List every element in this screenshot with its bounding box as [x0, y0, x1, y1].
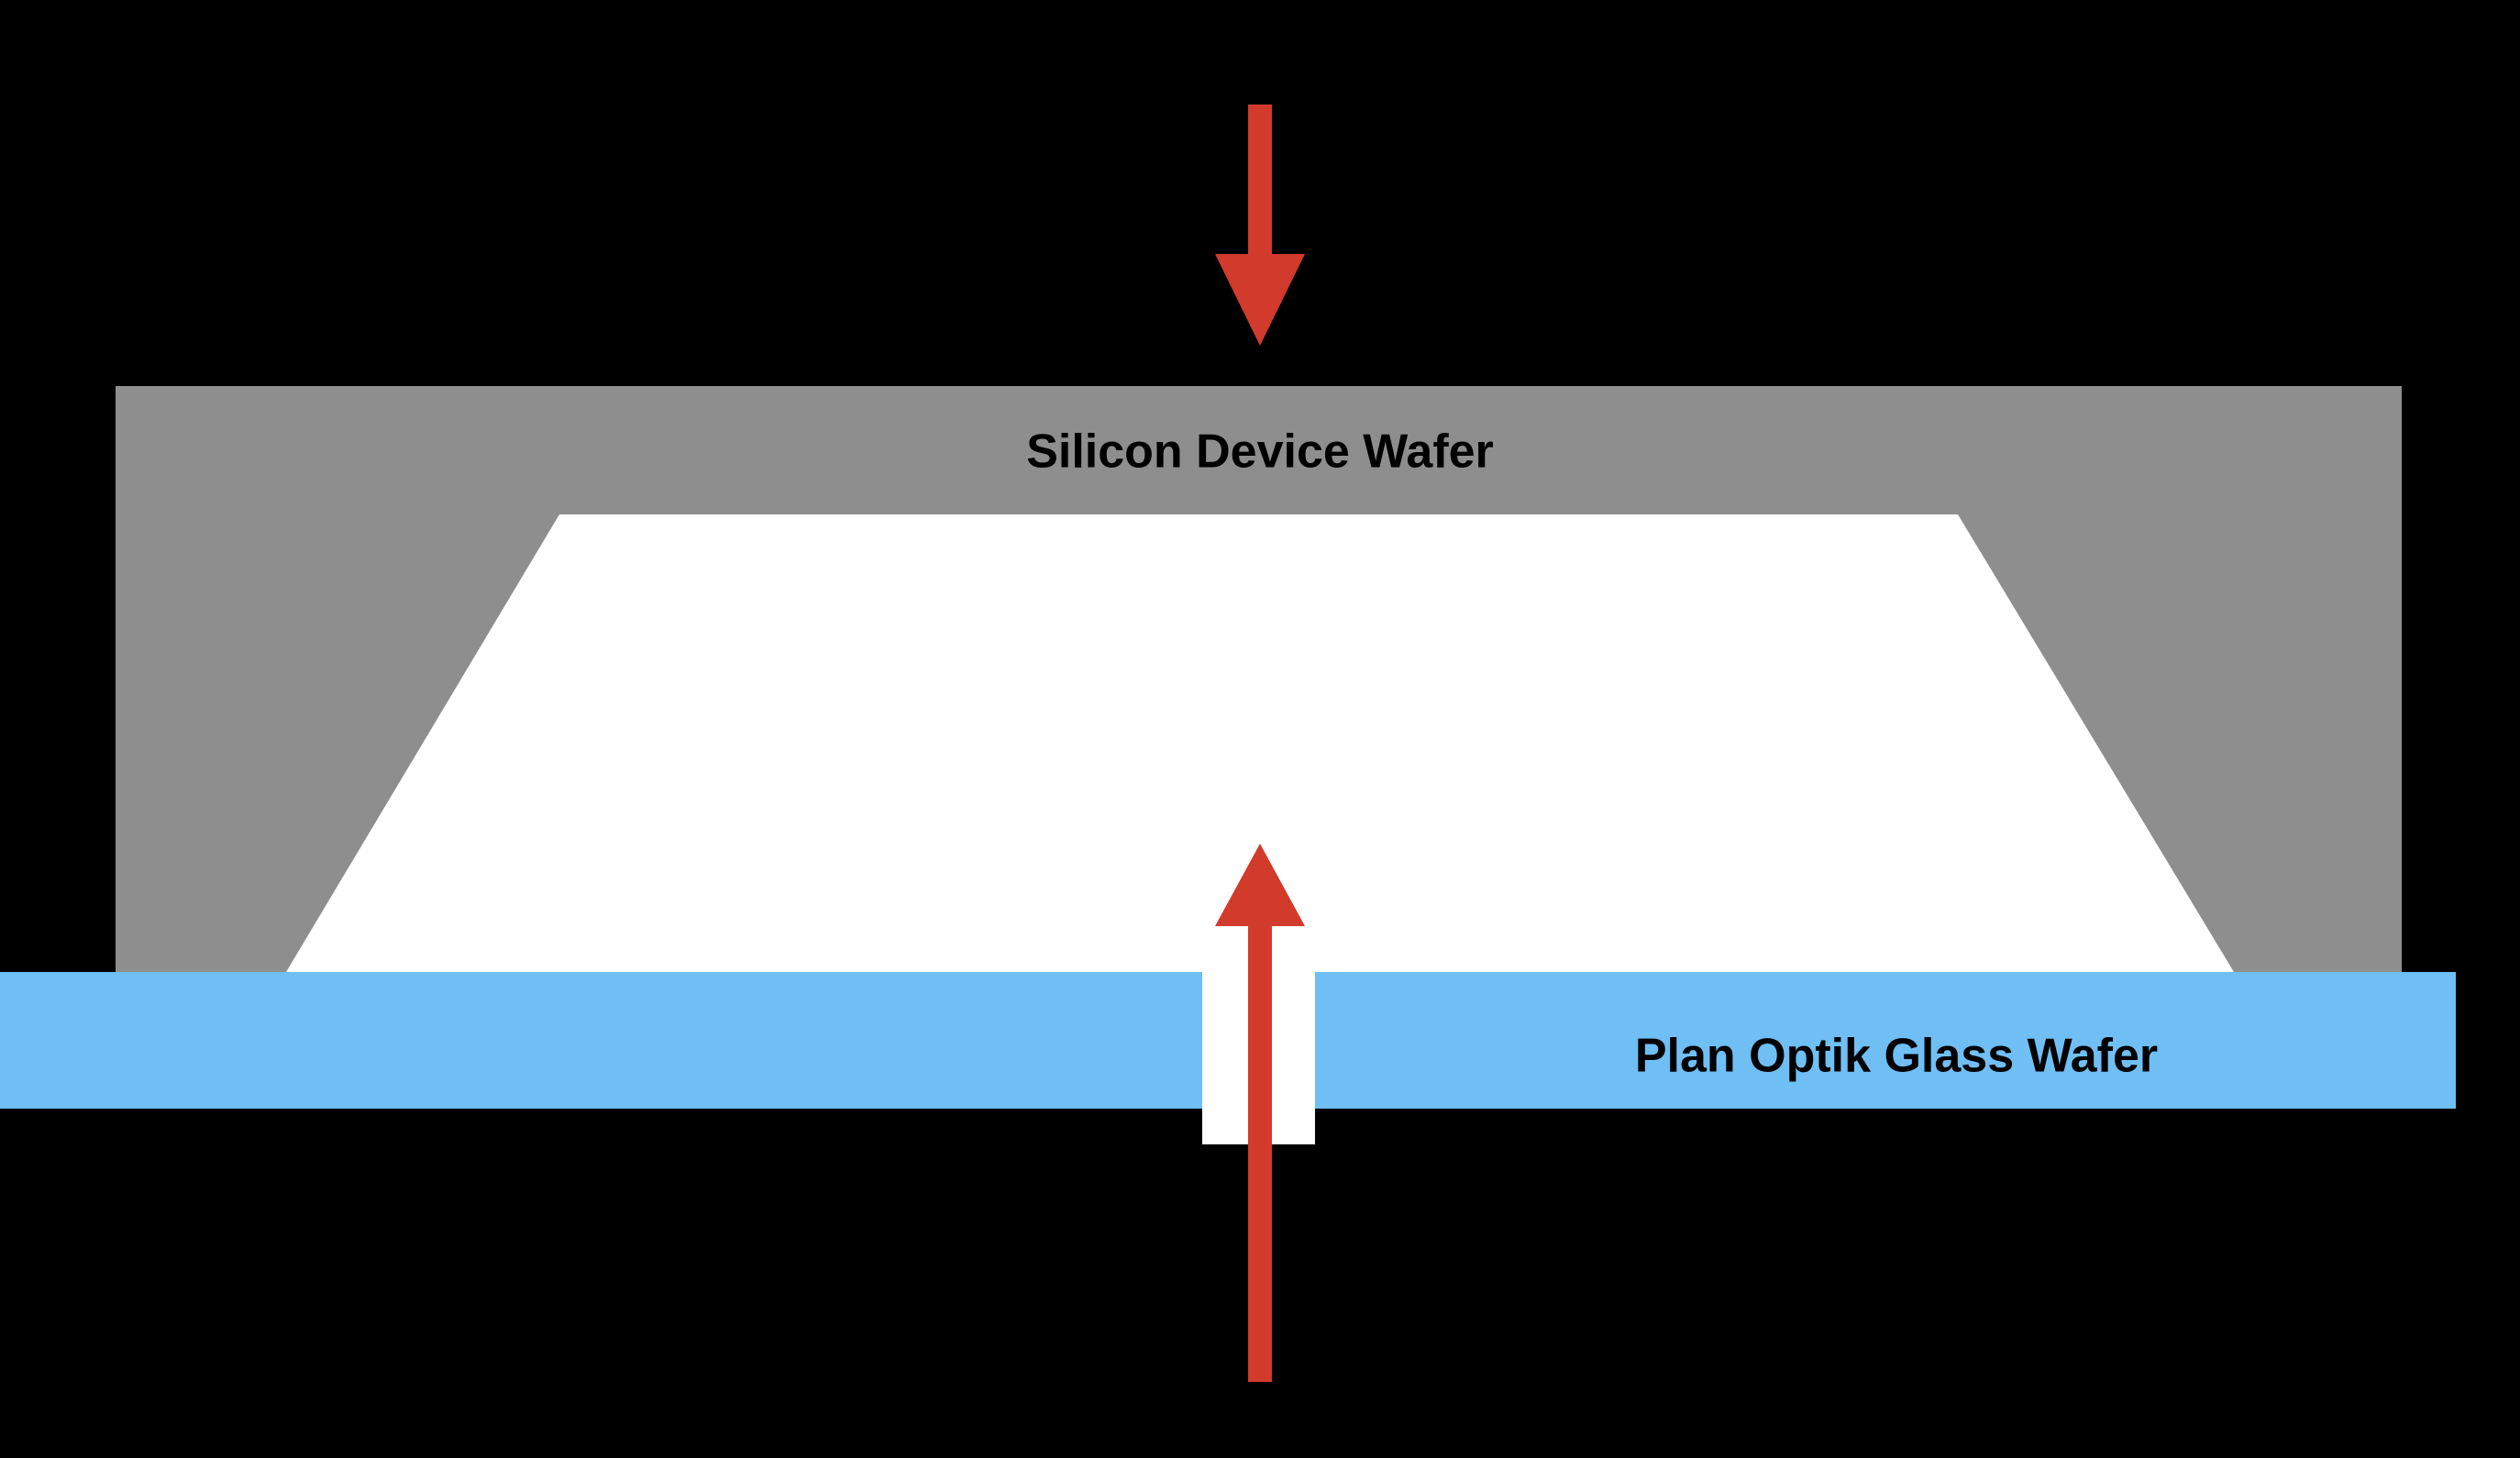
silicon-wafer-label: Silicon Device Wafer: [1026, 425, 1494, 479]
glass-wafer-label: Plan Optik Glass Wafer: [1634, 1029, 2159, 1083]
arrow-down-icon: [1215, 105, 1305, 346]
